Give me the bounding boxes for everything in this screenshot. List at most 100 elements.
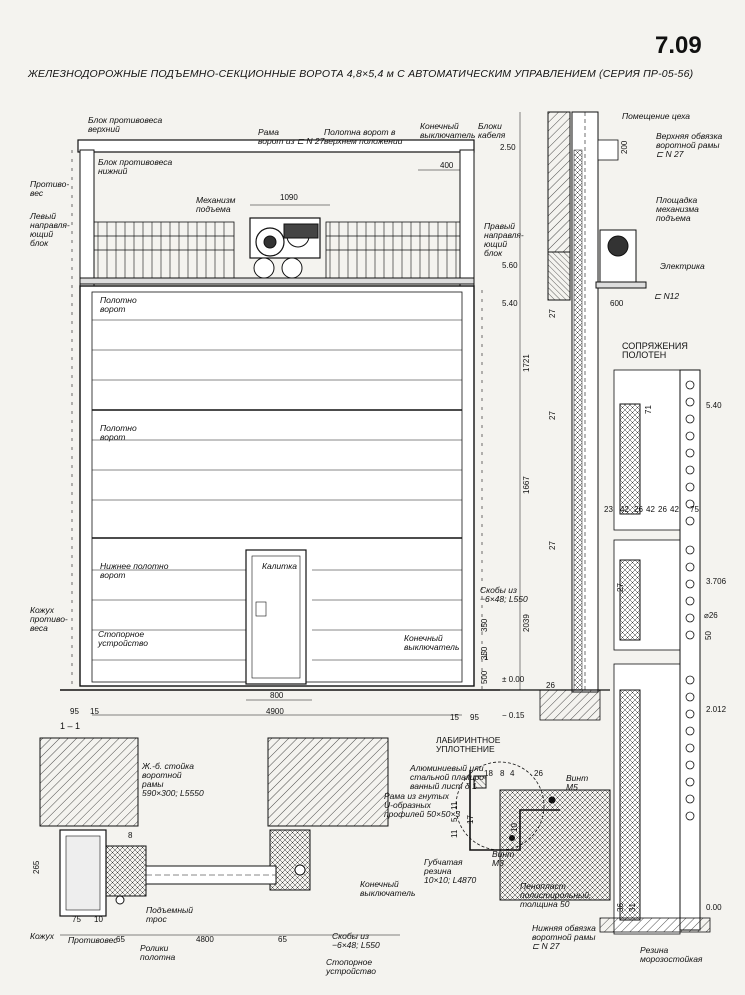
- dim-5-lab: 5: [450, 817, 459, 822]
- joints-title: СОПРЯЖЕНИЯ ПОЛОТЕН: [622, 341, 688, 360]
- rail-holes: [685, 380, 695, 821]
- elev-5-40: 5.40: [502, 299, 518, 308]
- dim-23: 23: [604, 505, 613, 514]
- dim-26-side: 26: [546, 681, 555, 690]
- label-plan-brackets: Скобы из −6×48; L550: [332, 931, 380, 950]
- labyrinth-detail-view: [455, 761, 611, 901]
- sheet-title: ЖЕЛЕЗНОДОРОЖНЫЕ ПОДЪЕМНО-СЕКЦИОННЫЕ ВОРО…: [28, 68, 694, 80]
- label-frost-rubber: Резина морозостойкая: [640, 945, 703, 964]
- joint-elev-5-40: 5.40: [706, 401, 722, 410]
- label-upper-counterweight-block: Блок противовеса верхний: [88, 115, 163, 134]
- label-lifting-cable: Подъемный трос: [146, 905, 193, 924]
- dim-26-lab: 26: [534, 769, 543, 778]
- label-plan-stop-device: Стопорное устройство: [326, 957, 376, 976]
- dim-36: 36: [616, 903, 625, 912]
- label-bottom-strap: Нижняя обвязка воротной рамы ⊏ N 27: [532, 923, 596, 951]
- dim-42-b: 42: [646, 505, 655, 514]
- label-upper-frame-strap: Верхняя обвязка воротной рамы ⊏ N 27: [656, 131, 723, 159]
- label-gate-leaf-upper: Полотна ворот в верхнем положении: [324, 127, 403, 146]
- label-concrete-post: Ж.-б. стойка воротной рамы 590×300; L555…: [142, 761, 204, 798]
- section-mark: 1: [484, 653, 489, 662]
- dim-95-left: 95: [70, 707, 79, 716]
- dim-27-c: 27: [548, 309, 557, 318]
- dim-71: 71: [644, 405, 653, 414]
- label-frame-profiles: Рама из гнутых U-образных профилей 50×50…: [384, 791, 461, 819]
- lifting-mechanism-unit: [249, 217, 321, 279]
- label-plan-counterweight: Противовес: [68, 935, 118, 945]
- label-left-guide-block: Левый направля- ющий блок: [30, 211, 70, 248]
- dim-350-b: 350: [480, 646, 489, 660]
- dim-10-lab: 10: [510, 823, 519, 832]
- dim-1721: 1721: [522, 354, 531, 372]
- dim-95-right: 95: [470, 713, 479, 722]
- label-electrics: Электрика: [660, 261, 705, 271]
- dim-11b-lab: 11: [450, 829, 459, 838]
- label-cable-blocks: Блоки кабеля: [478, 121, 506, 140]
- dim-2039: 2039: [522, 614, 531, 632]
- dim-27-joint: 27: [616, 583, 625, 592]
- dim-350-a: 350: [480, 618, 489, 632]
- label-plan-limit-switch: Конечный выключатель: [360, 879, 416, 898]
- label-counterweight: Противо- вес: [30, 179, 70, 198]
- dim-1667: 1667: [522, 476, 531, 494]
- dim-4900: 4900: [266, 707, 284, 716]
- dim-15-left: 15: [90, 707, 99, 716]
- elev-minus-0-15: − 0.15: [502, 711, 525, 720]
- dim-500: 500: [480, 670, 489, 684]
- label-plan-casing: Кожух: [30, 931, 54, 941]
- dim-42-a: 42: [620, 505, 629, 514]
- elev-2-50: 2.50: [500, 143, 516, 152]
- wicket-door: [245, 549, 307, 685]
- label-mechanism-platform: Площадка механизма подъема: [656, 195, 699, 223]
- dim-15-right: 15: [450, 713, 459, 722]
- label-right-guide-block: Правый направля- ющий блок: [484, 221, 524, 258]
- dim-600: 600: [610, 299, 624, 308]
- label-lifting-mechanism: Механизм подъема: [196, 195, 236, 214]
- dim-8-plan: 8: [128, 831, 133, 840]
- dim-265: 265: [32, 860, 41, 874]
- dim-10-plan: 10: [94, 915, 103, 924]
- dim-dia-26: ⌀26: [704, 611, 718, 620]
- elev-5-60: 5.60: [502, 261, 518, 270]
- label-counterweight-casing: Кожух противо- веса: [30, 605, 68, 633]
- label-frame: Рама ворот из ⊏ N 27: [258, 127, 325, 146]
- label-channel-12: ⊏ N12: [654, 291, 680, 301]
- label-shop-room: Помещение цеха: [622, 111, 690, 121]
- upper-wall: [547, 111, 571, 253]
- label-sponge-rubber: Губчатая резина 10×10; L4870: [424, 857, 477, 885]
- label-gate-leaf-2: Полотно ворот: [100, 423, 137, 442]
- dim-31: 31: [628, 903, 637, 912]
- dim-75: 75: [690, 505, 699, 514]
- right-concrete-post: [267, 737, 389, 827]
- label-brackets: Скобы из −6×48; L550: [480, 585, 528, 604]
- joint-1: [619, 403, 641, 515]
- dim-50: 50: [704, 631, 713, 640]
- label-screw-m3: Винт М3: [492, 849, 515, 868]
- joint-elev-2-012: 2.012: [706, 705, 727, 714]
- dim-26-b: 26: [658, 505, 667, 514]
- dim-4-lab: 4: [510, 769, 515, 778]
- dim-27-a: 27: [548, 411, 557, 420]
- label-gate-leaf-1: Полотно ворот: [100, 295, 137, 314]
- label-lower-counterweight-block: Блок противовеса нижний: [98, 157, 173, 176]
- dim-75-plan: 75: [72, 915, 81, 924]
- sheet-number: 7.09: [655, 32, 702, 59]
- dim-17-lab: 17: [466, 815, 475, 824]
- joints-detail-view: [599, 369, 711, 935]
- label-leaf-rollers: Ролики полотна: [140, 943, 176, 962]
- label-wicket: Калитка: [262, 561, 297, 571]
- top-frame-beam: [77, 139, 475, 153]
- elevation-view: [60, 139, 500, 716]
- leaf-stripes: [92, 319, 462, 661]
- dim-800: 800: [270, 691, 284, 700]
- side-foundation: [539, 689, 601, 721]
- label-foam: Пенопласт полистирольный, толщина 50: [520, 881, 592, 909]
- joint-elev-0-00: 0.00: [706, 903, 722, 912]
- side-section-view: [500, 111, 647, 721]
- dim-11-lab: 11: [450, 801, 459, 810]
- label-stop-device: Стопорное устройство: [98, 629, 148, 648]
- joint-3: [619, 689, 641, 921]
- dim-26-a: 26: [634, 505, 643, 514]
- dim-18: 18: [484, 769, 493, 778]
- plan-section-view: [39, 737, 400, 936]
